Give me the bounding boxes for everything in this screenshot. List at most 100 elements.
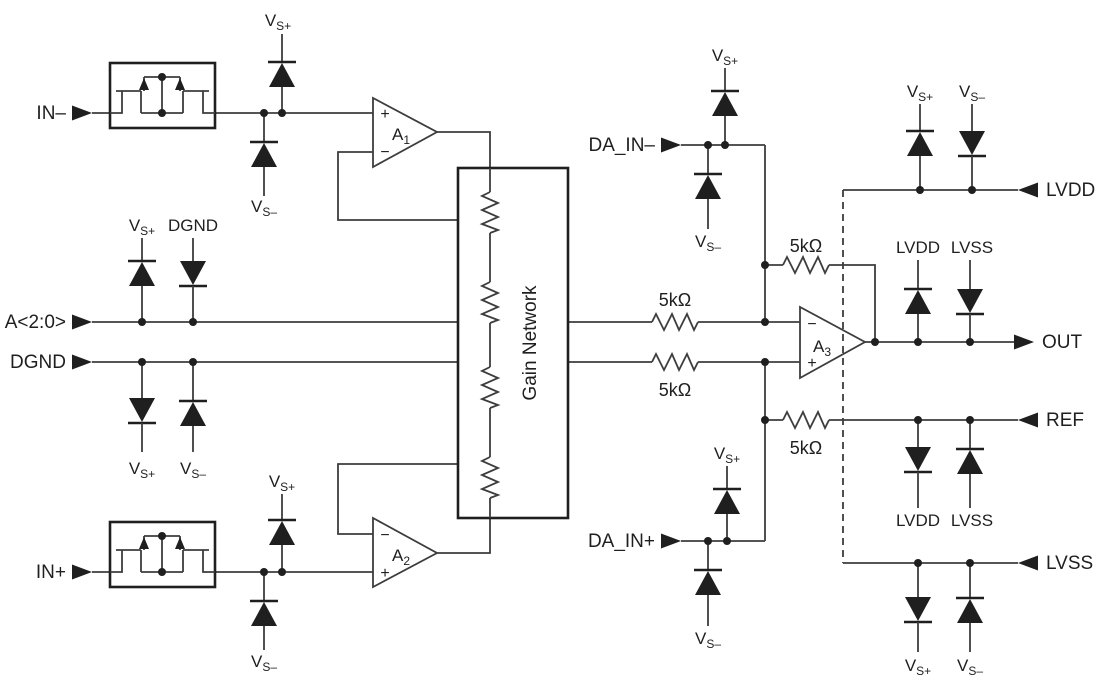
diode-icon [695, 571, 721, 595]
protection-fets-in-plus [108, 520, 217, 589]
wire-feedback-right [829, 264, 876, 342]
vs-minus-label: VS– [959, 82, 985, 104]
vs-plus-label: VS+ [129, 216, 155, 238]
input-arrow-icon [72, 314, 92, 330]
protection-box [108, 61, 217, 130]
input-arrow-icon [661, 137, 681, 153]
gain-resistor-4 [479, 456, 501, 499]
port-label-out: OUT [1042, 332, 1083, 353]
clamp-diode-lvss-to-vsplus: VS+ [904, 563, 932, 678]
gain-network-label: Gain Network [520, 285, 541, 401]
resistor-label-bottom: 5kΩ [659, 380, 691, 400]
resistor-5k-bottom-input [651, 351, 699, 373]
wires [92, 112, 1018, 573]
vs-plus-label: VS+ [905, 656, 931, 678]
clamp-diode-vsminus-to-dgndline: VS– [179, 362, 207, 481]
port-label-in-plus: IN+ [36, 562, 66, 583]
resistors: 5kΩ 5kΩ 5kΩ 5kΩ [651, 236, 830, 458]
clamp-diode-lvss-to-out: LVSS [951, 238, 993, 342]
a2-label: A2 [392, 546, 410, 568]
diode-icon [129, 398, 155, 422]
a1-plus-sign: + [380, 106, 389, 123]
diode-icon [957, 289, 983, 313]
vs-minus-label: VS– [251, 652, 277, 674]
protection-box [108, 520, 217, 589]
clamp-diode-lvdd-to-vsplus: VS+ [906, 82, 934, 190]
jfet-gate-arrow-icon [139, 78, 149, 90]
diode-icon [269, 63, 295, 87]
output-arrow-icon [1014, 334, 1034, 350]
diode-icon [129, 262, 155, 286]
resistor-label-ref: 5kΩ [790, 438, 822, 458]
input-arrow-icon [72, 354, 92, 370]
wire-a2-feedback [337, 463, 458, 535]
input-arrow-icon [1018, 182, 1038, 198]
clamp-diode-ref-to-lvdd: LVDD [896, 420, 940, 530]
lvss-supply-label: LVSS [951, 238, 993, 257]
vs-minus-label: VS– [180, 459, 206, 481]
diode-icon [251, 602, 277, 626]
amplifier-a3: − + A3 [799, 305, 867, 380]
gain-network-block: Gain Network [456, 166, 570, 520]
clamp-diode-da-in-plus-to-vsplus: VS+ [713, 444, 741, 541]
a3-plus-sign: + [807, 355, 816, 372]
opamp-triangle-a2 [372, 516, 439, 589]
port-label-dgnd: DGND [10, 352, 66, 373]
resistor-label-feedback: 5kΩ [790, 236, 822, 256]
clamp-diode-abus-to-vsplus: VS+ [128, 216, 156, 322]
diode-icon [907, 132, 933, 156]
clamp-diode-dgnd-to-abus: DGND [168, 216, 218, 322]
gain-resistor-1 [479, 191, 501, 234]
clamp-diode-vsminus-to-da-in-minus: VS– [694, 145, 722, 254]
resistor-5k-feedback [782, 254, 830, 276]
input-arrow-icon [1018, 412, 1038, 428]
diode-icon [959, 131, 985, 155]
jfet-gate-arrow-icon [175, 537, 185, 549]
port-label-lvss: LVSS [1046, 553, 1093, 574]
clamp-diode-vsminus-to-lvss: VS– [956, 563, 984, 678]
opamp-triangle-a1 [372, 96, 439, 169]
a2-plus-sign: + [380, 565, 389, 582]
vs-plus-label: VS+ [712, 46, 738, 68]
diode-icon [180, 402, 206, 426]
a3-minus-sign: − [807, 316, 816, 333]
input-arrow-icon [1018, 555, 1038, 571]
input-arrow-icon [72, 105, 92, 121]
vs-minus-label: VS– [695, 629, 721, 651]
clamp-diode-lvss-to-ref: LVSS [951, 420, 993, 530]
jfet-gate-arrow-icon [175, 78, 185, 90]
protection-fets-in-minus [108, 61, 217, 130]
resistor-5k-top-input [651, 311, 699, 333]
clamp-diode-in-plus-to-vsplus: VS+ [268, 472, 296, 572]
a2-minus-sign: − [380, 527, 389, 544]
port-label-lvdd: LVDD [1046, 180, 1095, 201]
clamp-diode-vsminus-to-da-in-plus: VS– [694, 541, 722, 651]
resistor-label-top: 5kΩ [659, 290, 691, 310]
lvss-supply-label: LVSS [951, 511, 993, 530]
lvdd-supply-label: LVDD [896, 511, 940, 530]
vs-plus-label: VS+ [129, 459, 155, 481]
diode-icon [714, 490, 740, 514]
clamp-diode-in-minus-to-vsplus: VS+ [265, 11, 296, 113]
gain-resistor-2 [479, 281, 501, 324]
a1-label: A1 [392, 125, 410, 147]
lvdd-supply-label: LVDD [896, 238, 940, 257]
opamp-triangle-a3 [799, 305, 867, 380]
diode-icon [712, 92, 738, 116]
a3-label: A3 [813, 337, 831, 359]
port-label-a-bus: A<2:0> [5, 312, 66, 333]
gain-resistor-3 [479, 366, 501, 409]
vs-plus-label: VS+ [265, 11, 291, 33]
clamp-diode-vsminus-to-lvdd: VS– [958, 82, 986, 190]
junction-dots [138, 109, 976, 576]
a1-minus-sign: − [380, 144, 389, 161]
vs-plus-label: VS+ [269, 472, 295, 494]
diode-icon [905, 447, 931, 471]
clamp-diode-vsminus-to-in-plus: VS– [250, 572, 278, 674]
diode-icon [957, 599, 983, 623]
port-label-da-in-plus: DA_IN+ [588, 531, 655, 552]
clamp-diode-dgndline-to-vsplus: VS+ [128, 362, 156, 481]
diode-icon [695, 175, 721, 199]
vs-minus-label: VS– [251, 197, 277, 219]
